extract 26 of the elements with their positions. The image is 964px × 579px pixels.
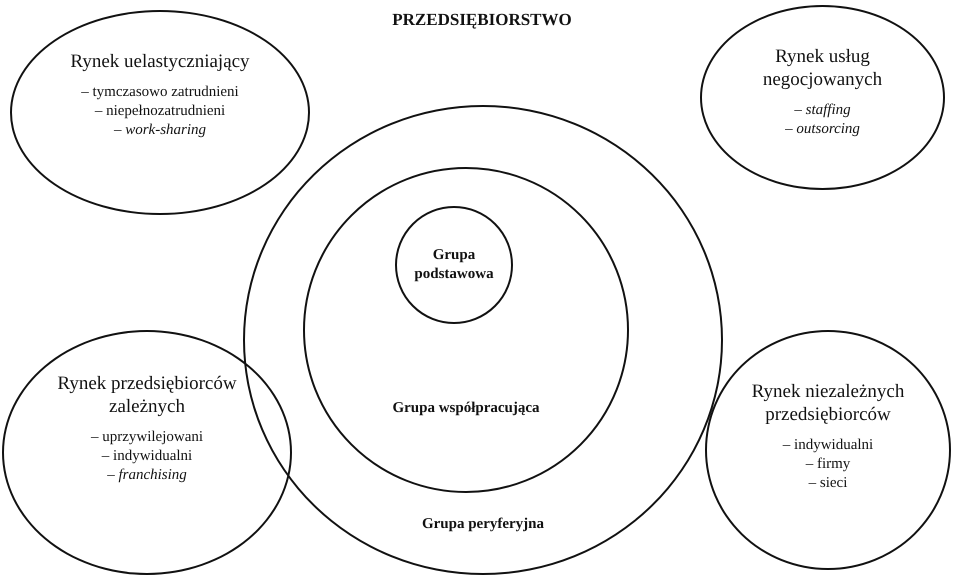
group-circle xyxy=(395,206,513,324)
list-item: – indywidualni xyxy=(782,436,874,455)
list-item: – indywidualni xyxy=(102,447,192,466)
list-item: – uprzywilejowani xyxy=(90,428,204,447)
list-item: – firmy xyxy=(806,455,850,474)
list-item: – outsorcing xyxy=(785,120,860,139)
market-ellipse xyxy=(705,330,951,570)
market-heading: Rynek usług negocjowanych xyxy=(762,45,884,91)
list-item: – niepełnozatrudnieni xyxy=(94,102,226,121)
list-item: – tymczasowo zatrudnieni xyxy=(81,83,239,102)
market-ellipse xyxy=(700,5,945,190)
market-heading: Rynek przedsiębiorców zależnych xyxy=(56,372,238,418)
market-heading: Rynek niezależnych przedsiębiorców xyxy=(750,380,906,426)
market-heading: Rynek uelastyczniający xyxy=(70,50,250,73)
group-label: Grupa podstawowa xyxy=(413,246,495,284)
list-item: – staffing xyxy=(794,101,851,120)
market-ellipse xyxy=(2,330,292,575)
group-label: Grupa peryferyjna xyxy=(422,515,544,534)
list-item: – franchising xyxy=(107,466,187,485)
group-circle xyxy=(303,167,629,493)
group-circle xyxy=(243,105,723,575)
title-heading: PRZEDSIĘBIORSTWO xyxy=(392,10,572,30)
market-ellipse xyxy=(10,10,310,215)
list-item: – work-sharing xyxy=(114,121,206,140)
group-label: Grupa współpracująca xyxy=(392,399,540,418)
list-item: – sieci xyxy=(808,474,848,493)
